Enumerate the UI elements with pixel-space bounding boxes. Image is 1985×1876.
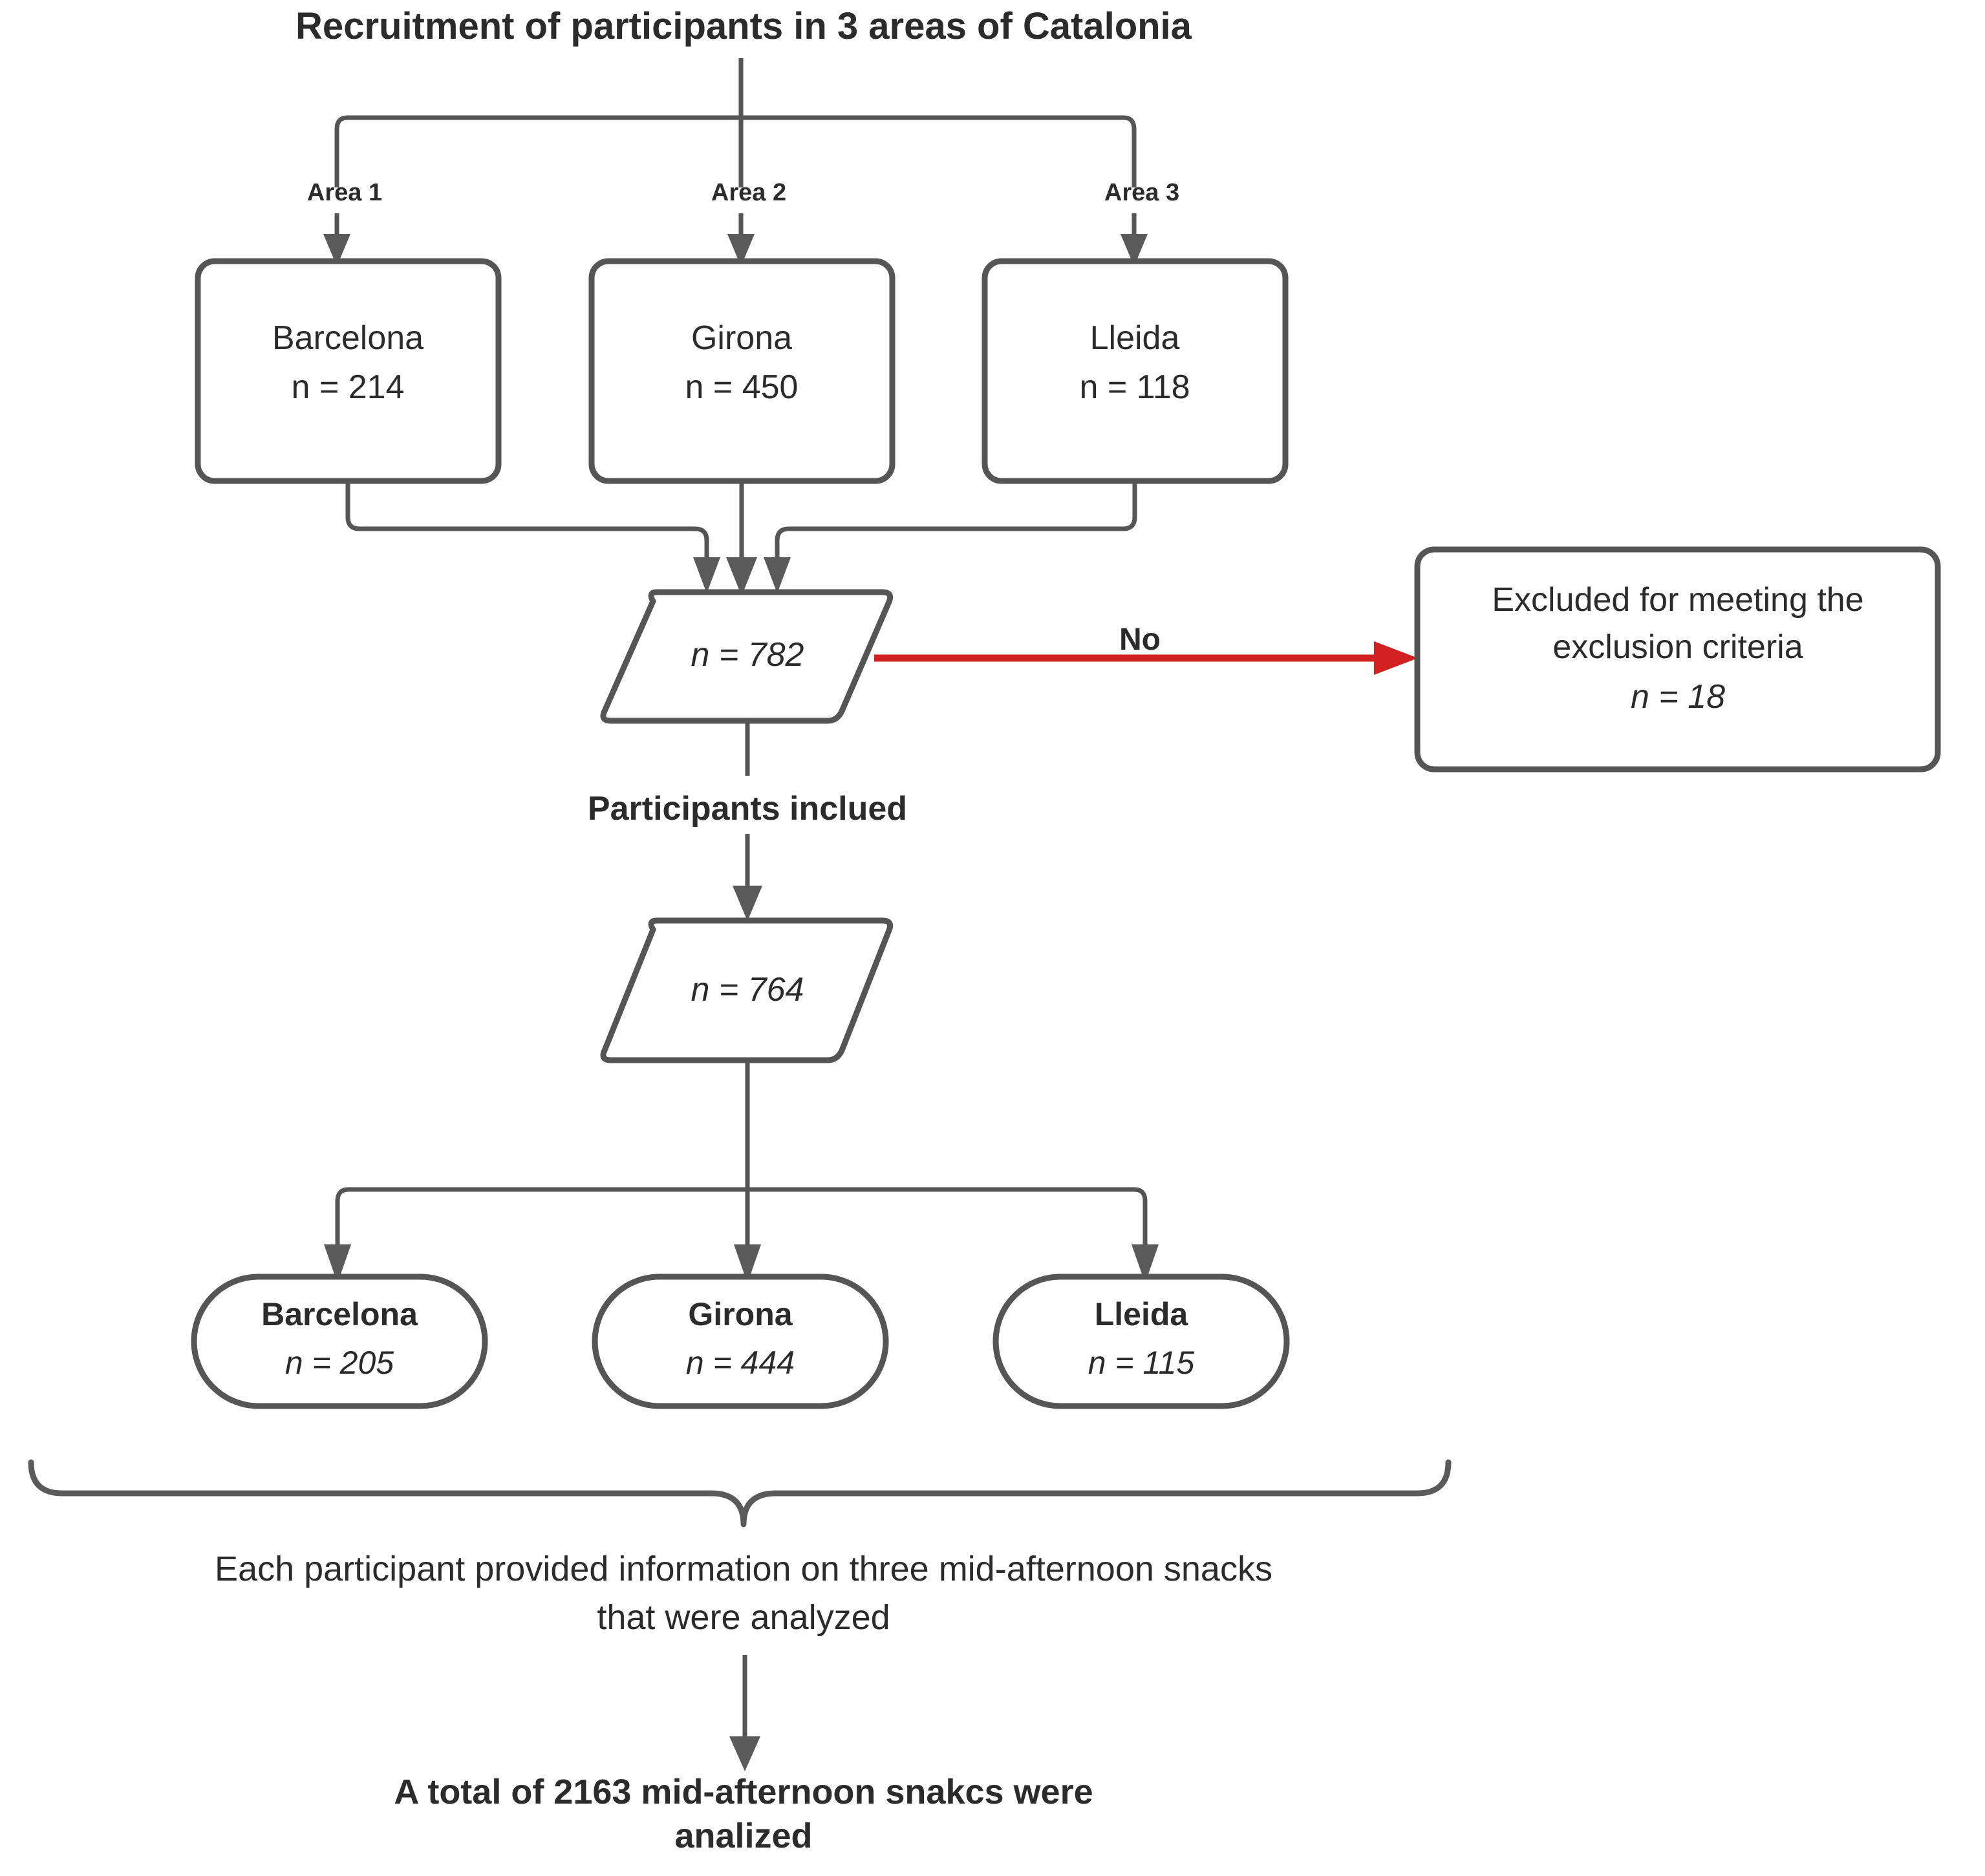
area1-arrowhead (323, 234, 350, 266)
decision-node-total-included (600, 917, 894, 1063)
area2-arrowhead (727, 234, 755, 266)
merge-path-lleida (775, 484, 1137, 564)
exclusion-count: n = 18 (1631, 678, 1725, 716)
final-arrowhead (729, 1736, 760, 1771)
exclusion-line-1: Excluded for meeting the (1492, 581, 1863, 619)
exclusion-box (1414, 546, 1941, 773)
included-pill-girona (592, 1274, 889, 1409)
included-arrowhead (733, 886, 762, 921)
edge-label-area-2: Area 2 (711, 179, 786, 206)
exclusion-arrowhead (1374, 641, 1418, 675)
included-right-arrowhead (1132, 1244, 1159, 1283)
snacks-note-line-1: Each participant provided information on… (215, 1550, 1272, 1588)
merge-arrow-barcelona (693, 557, 720, 593)
included-left-arrowhead (324, 1244, 351, 1283)
included-center-arrowhead (734, 1244, 761, 1283)
recruit-barcelona-n: n = 214 (292, 368, 405, 406)
recruit-box-barcelona (195, 258, 502, 484)
recruit-box-lleida (982, 258, 1289, 484)
decision-node-total-recruited (600, 589, 894, 724)
merge-path-barcelona (345, 484, 709, 564)
recruit-lleida-n: n = 118 (1079, 368, 1190, 406)
included-pill-barcelona (191, 1274, 488, 1409)
merge-arrow-lleida (764, 557, 791, 593)
area3-arrowhead (1121, 234, 1148, 266)
included-girona-city: Girona (688, 1296, 793, 1332)
included-pill-lleida (992, 1274, 1290, 1409)
recruit-lleida-city: Lleida (1090, 319, 1180, 357)
included-lleida-city: Lleida (1095, 1296, 1189, 1332)
included-label: Participants inclued (588, 790, 907, 827)
total-recruited-n: n = 782 (691, 636, 804, 674)
included-split-right-elbow (1133, 1187, 1148, 1220)
exclusion-edge-label-no: No (1119, 623, 1161, 657)
included-barcelona-city: Barcelona (261, 1296, 418, 1332)
edge-label-area-3: Area 3 (1104, 179, 1179, 206)
page-title: Recruitment of participants in 3 areas o… (295, 5, 1192, 47)
grouping-brace (28, 1459, 1452, 1528)
included-split-left-elbow (335, 1187, 349, 1220)
final-outcome-line-2: analized (674, 1817, 812, 1855)
included-lleida-n: n = 115 (1088, 1345, 1195, 1381)
recruit-barcelona-city: Barcelona (272, 319, 424, 357)
merge-arrow-girona (726, 557, 757, 596)
edge-label-area-1: Area 1 (307, 179, 382, 206)
snacks-note-line-2: that were analyzed (597, 1598, 890, 1637)
included-barcelona-n: n = 205 (285, 1345, 394, 1381)
exclusion-line-2: exclusion criteria (1552, 628, 1803, 666)
split-left-elbow (334, 115, 348, 165)
recruit-girona-n: n = 450 (685, 368, 799, 406)
split-right-elbow (1123, 115, 1137, 165)
final-outcome-line-1: A total of 2163 mid-afternoon snakcs wer… (394, 1773, 1093, 1811)
included-girona-n: n = 444 (686, 1345, 795, 1381)
total-included-n: n = 764 (691, 971, 804, 1008)
recruit-girona-city: Girona (691, 319, 792, 357)
recruit-box-girona (588, 258, 896, 484)
